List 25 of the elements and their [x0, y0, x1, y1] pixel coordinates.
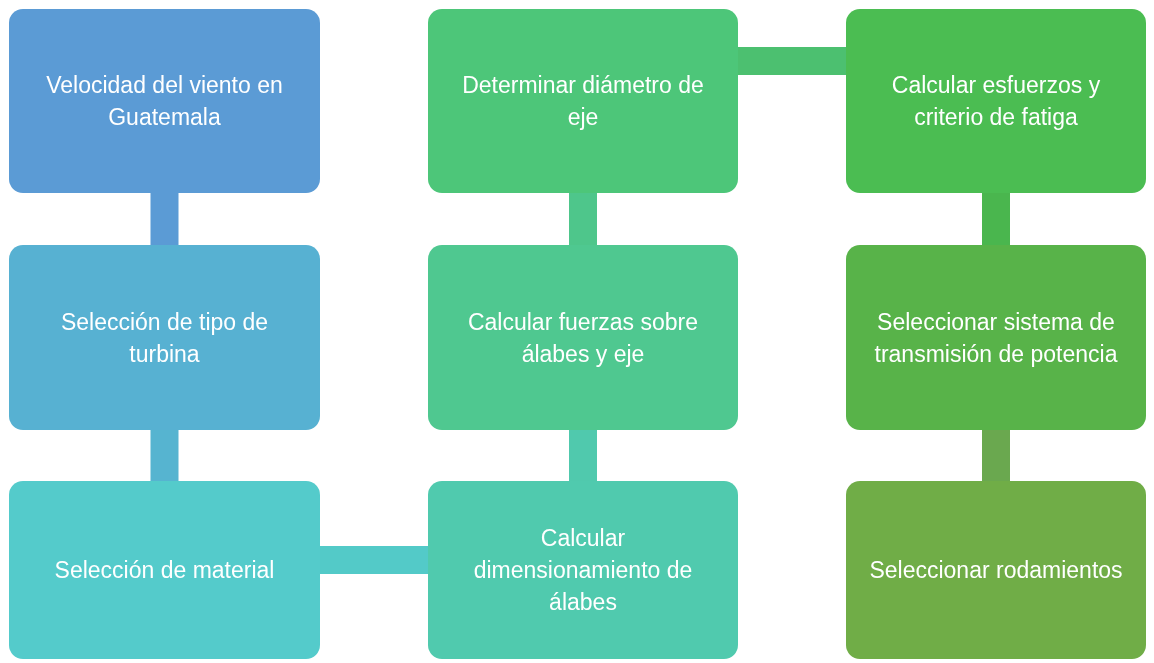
process-box: [846, 9, 1146, 193]
connector-bar: [150, 193, 179, 245]
process-box: [428, 481, 738, 659]
connector-bar: [569, 193, 597, 245]
process-box: [9, 481, 320, 659]
process-box: [428, 245, 738, 430]
connector-bar: [150, 430, 179, 481]
process-box: [9, 245, 320, 430]
step-label: Seleccionar sistema de transmisión de potencia: [873, 307, 1119, 369]
process-box: [428, 9, 738, 193]
step-label: Selección de tipo de turbina: [59, 307, 270, 369]
step-label: Calcular fuerzas sobre álabes y eje: [466, 307, 700, 369]
connector-bar: [738, 47, 846, 75]
step-label: Velocidad del viento en Guatemala: [45, 71, 284, 132]
process-box: [9, 9, 320, 193]
step-label: Determinar diámetro de eje: [461, 71, 705, 132]
connector-bar: [569, 430, 597, 481]
step-label: Calcular dimensionamiento de álabes: [472, 524, 694, 617]
step-label: Selección de material: [54, 556, 275, 585]
process-box: [846, 245, 1146, 430]
process-box: [846, 481, 1146, 659]
connector-bar: [982, 193, 1010, 245]
step-label: Calcular esfuerzos y criterio de fatiga: [890, 71, 1102, 132]
step-label: Seleccionar rodamientos: [869, 556, 1123, 585]
connector-bar: [320, 546, 428, 574]
